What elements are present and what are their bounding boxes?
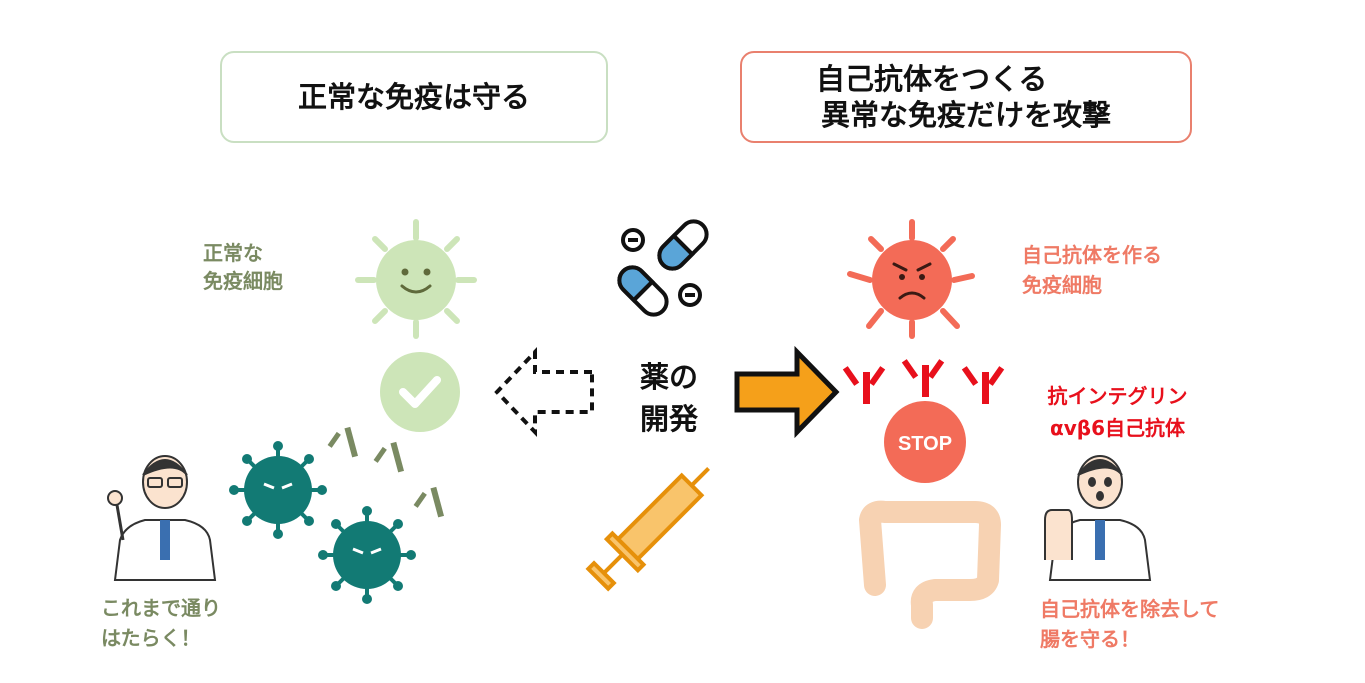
abnormal-immunity-box: 自己抗体をつくる 異常な免疫だけを攻撃	[740, 51, 1192, 143]
intestine-icon	[859, 500, 1001, 629]
pill-icon	[617, 219, 709, 317]
doctor-stop-icon	[1044, 455, 1152, 581]
happy-cell-icon	[355, 219, 477, 339]
dotted-arrow-left	[494, 346, 594, 438]
antibody-icon	[327, 426, 445, 518]
check-icon	[380, 352, 460, 432]
virus-icon	[318, 506, 416, 604]
syringe-icon	[585, 467, 710, 592]
abnormal-immunity-line2: 異常な免疫だけを攻撃	[820, 98, 1111, 132]
anti-integrin-antibody-label: 抗インテグリン αvβ6自己抗体	[1047, 384, 1188, 440]
virus-icon	[229, 441, 327, 539]
angry-cell-icon	[847, 219, 975, 339]
works-as-usual-label: これまで通り はたらく！	[101, 596, 221, 650]
normal-immunity-text: 正常な免疫は守る	[297, 80, 530, 114]
abnormal-immunity-line1: 自己抗体をつくる	[816, 62, 1048, 96]
arrow-right	[734, 345, 840, 439]
stop-sign-icon: STOP	[884, 401, 966, 483]
drug-development-label: 薬の 開発	[639, 360, 698, 436]
antibody-producing-cell-label: 自己抗体を作る 免疫細胞	[1022, 243, 1162, 297]
normal-immunity-box: 正常な免疫は守る	[220, 51, 608, 143]
stop-text: STOP	[898, 433, 952, 455]
protect-intestine-label: 自己抗体を除去して 腸を守る！	[1040, 597, 1220, 651]
doctor-ok-icon	[107, 455, 217, 581]
normal-cell-label: 正常な 免疫細胞	[203, 241, 283, 293]
antibody-icon	[842, 359, 1005, 404]
